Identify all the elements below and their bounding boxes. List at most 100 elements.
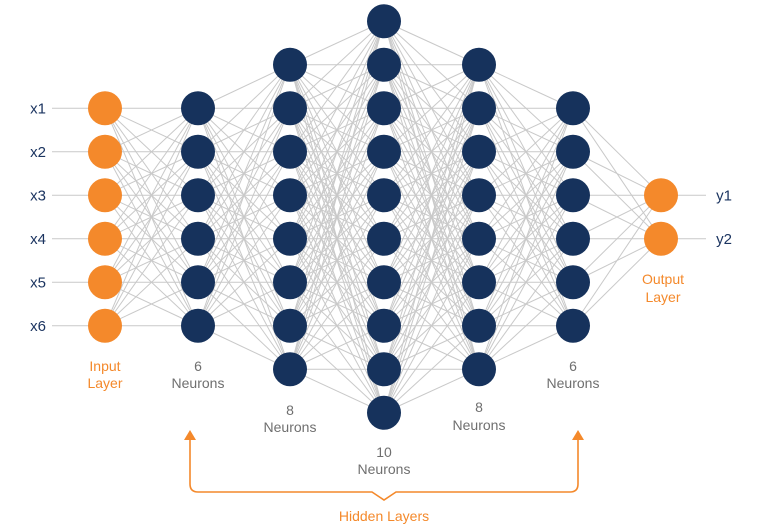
hidden4-neuron-7 xyxy=(462,308,496,343)
hidden3-neuron-3 xyxy=(367,91,401,126)
connection-l1-5-l2-2 xyxy=(197,151,291,326)
hidden2-neuron-3 xyxy=(273,134,307,169)
connection-l1-5-l2-3 xyxy=(197,194,291,327)
connections xyxy=(104,20,662,414)
connection-l3-8-l4-0 xyxy=(383,64,480,370)
input-label-4: x4 xyxy=(30,231,46,248)
connection-l3-9-l4-3 xyxy=(383,195,480,413)
connection-l5-5-l6-0 xyxy=(572,194,662,327)
hidden-layers-bracket xyxy=(184,430,584,501)
connection-l0-5-l1-1 xyxy=(104,151,199,326)
connection-l4-4-l5-0 xyxy=(478,107,574,240)
hidden-layers-caption: Hidden Layers xyxy=(339,508,429,524)
hidden4-neuron-3 xyxy=(462,134,496,169)
input-label-3: x3 xyxy=(30,187,46,204)
hidden4-neuron-4 xyxy=(462,178,496,213)
input-layer-caption-line1: Input xyxy=(89,358,120,374)
connection-l4-0-l5-0 xyxy=(478,64,574,109)
hidden4-neuron-2 xyxy=(462,91,496,126)
connection-l4-3-l5-0 xyxy=(478,107,574,196)
connection-l1-4-l2-0 xyxy=(197,64,291,283)
connection-l4-7-l5-3 xyxy=(478,238,574,370)
connection-l2-0-l3-0 xyxy=(289,20,385,66)
connection-l4-7-l5-4 xyxy=(478,281,574,370)
bracket-arrow-left xyxy=(184,430,196,440)
connection-l3-2-l4-0 xyxy=(383,64,480,109)
connection-l0-2-l1-0 xyxy=(104,107,199,196)
connection-l3-9-l4-0 xyxy=(383,64,480,413)
hidden5-neuron-5 xyxy=(556,265,590,300)
connection-l4-6-l5-0 xyxy=(478,108,574,326)
output-neuron-2 xyxy=(644,221,678,256)
input-neuron-6 xyxy=(88,308,122,343)
hidden1-neuron-1 xyxy=(181,91,215,126)
hidden3-neuron-4 xyxy=(367,134,401,169)
hidden1-neuron-4 xyxy=(181,221,215,256)
connection-l2-7-l3-6 xyxy=(289,281,385,370)
hidden3-neuron-7 xyxy=(367,265,401,300)
connection-l2-2-l3-0 xyxy=(289,20,385,153)
connection-l4-5-l5-0 xyxy=(478,108,574,283)
hidden4-neuron-6 xyxy=(462,265,496,300)
hidden1-neuron-6 xyxy=(181,308,215,343)
hidden3-neuron-10 xyxy=(367,395,401,430)
connection-l5-4-l6-0 xyxy=(572,194,662,283)
input-label-1: x1 xyxy=(30,100,46,117)
connection-l1-2-l2-0 xyxy=(197,64,291,196)
hidden4-neuron-5 xyxy=(462,221,496,256)
hidden2-neuron-1 xyxy=(273,47,307,82)
hidden3-neuron-6 xyxy=(367,221,401,256)
hidden2-caption-count: 8 xyxy=(286,402,294,418)
connection-l2-7-l3-1 xyxy=(289,64,385,370)
input-neuron-4 xyxy=(88,221,122,256)
hidden4-caption-count: 8 xyxy=(475,399,483,415)
connection-l2-4-l3-0 xyxy=(289,21,385,239)
hidden3-caption-label: Neurons xyxy=(358,461,411,477)
connection-l2-6-l3-0 xyxy=(289,21,385,326)
connection-l0-5-l1-2 xyxy=(104,194,199,327)
connection-l1-5-l2-4 xyxy=(197,238,291,327)
output-label-2: y2 xyxy=(716,231,732,248)
hidden2-neuron-7 xyxy=(273,308,307,343)
connection-l0-5-l1-0 xyxy=(104,108,199,326)
connection-l3-9-l4-7 xyxy=(383,368,480,414)
connection-l0-5-l1-3 xyxy=(104,238,199,327)
connection-l3-6-l4-0 xyxy=(383,64,480,283)
hidden3-neuron-8 xyxy=(367,308,401,343)
output-neuron-1 xyxy=(644,178,678,213)
connection-l0-3-l1-0 xyxy=(104,107,199,240)
input-label-6: x6 xyxy=(30,318,46,335)
hidden5-neuron-1 xyxy=(556,91,590,126)
output-layer-caption-line1: Output xyxy=(642,271,684,287)
hidden1-neuron-2 xyxy=(181,134,215,169)
neurons xyxy=(88,4,678,430)
hidden2-neuron-8 xyxy=(273,352,307,387)
bracket-line xyxy=(189,437,579,501)
connection-l2-7-l3-4 xyxy=(289,195,385,370)
hidden2-caption-label: Neurons xyxy=(264,419,317,435)
connection-l2-7-l3-0 xyxy=(289,21,385,370)
hidden3-neuron-1 xyxy=(367,4,401,39)
connection-l2-7-l3-3 xyxy=(289,151,385,370)
hidden4-neuron-1 xyxy=(462,47,496,82)
connection-l0-5-l1-4 xyxy=(104,281,199,327)
hidden2-neuron-5 xyxy=(273,221,307,256)
connection-l4-2-l5-0 xyxy=(478,107,574,153)
hidden5-neuron-3 xyxy=(556,178,590,213)
hidden5-neuron-2 xyxy=(556,134,590,169)
hidden5-caption-count: 6 xyxy=(569,358,577,374)
connection-l0-4-l1-0 xyxy=(104,108,199,283)
connection-l4-7-l5-2 xyxy=(478,195,574,370)
connection-l4-7-l5-1 xyxy=(478,151,574,370)
input-layer-caption-line2: Layer xyxy=(87,375,122,391)
hidden5-neuron-6 xyxy=(556,308,590,343)
hidden4-caption-label: Neurons xyxy=(453,417,506,433)
hidden2-neuron-6 xyxy=(273,265,307,300)
hidden3-neuron-5 xyxy=(367,178,401,213)
hidden1-caption-label: Neurons xyxy=(172,375,225,391)
connection-l3-4-l4-0 xyxy=(383,64,480,196)
connection-l2-3-l3-0 xyxy=(289,21,385,196)
connection-l3-9-l4-4 xyxy=(383,238,480,413)
